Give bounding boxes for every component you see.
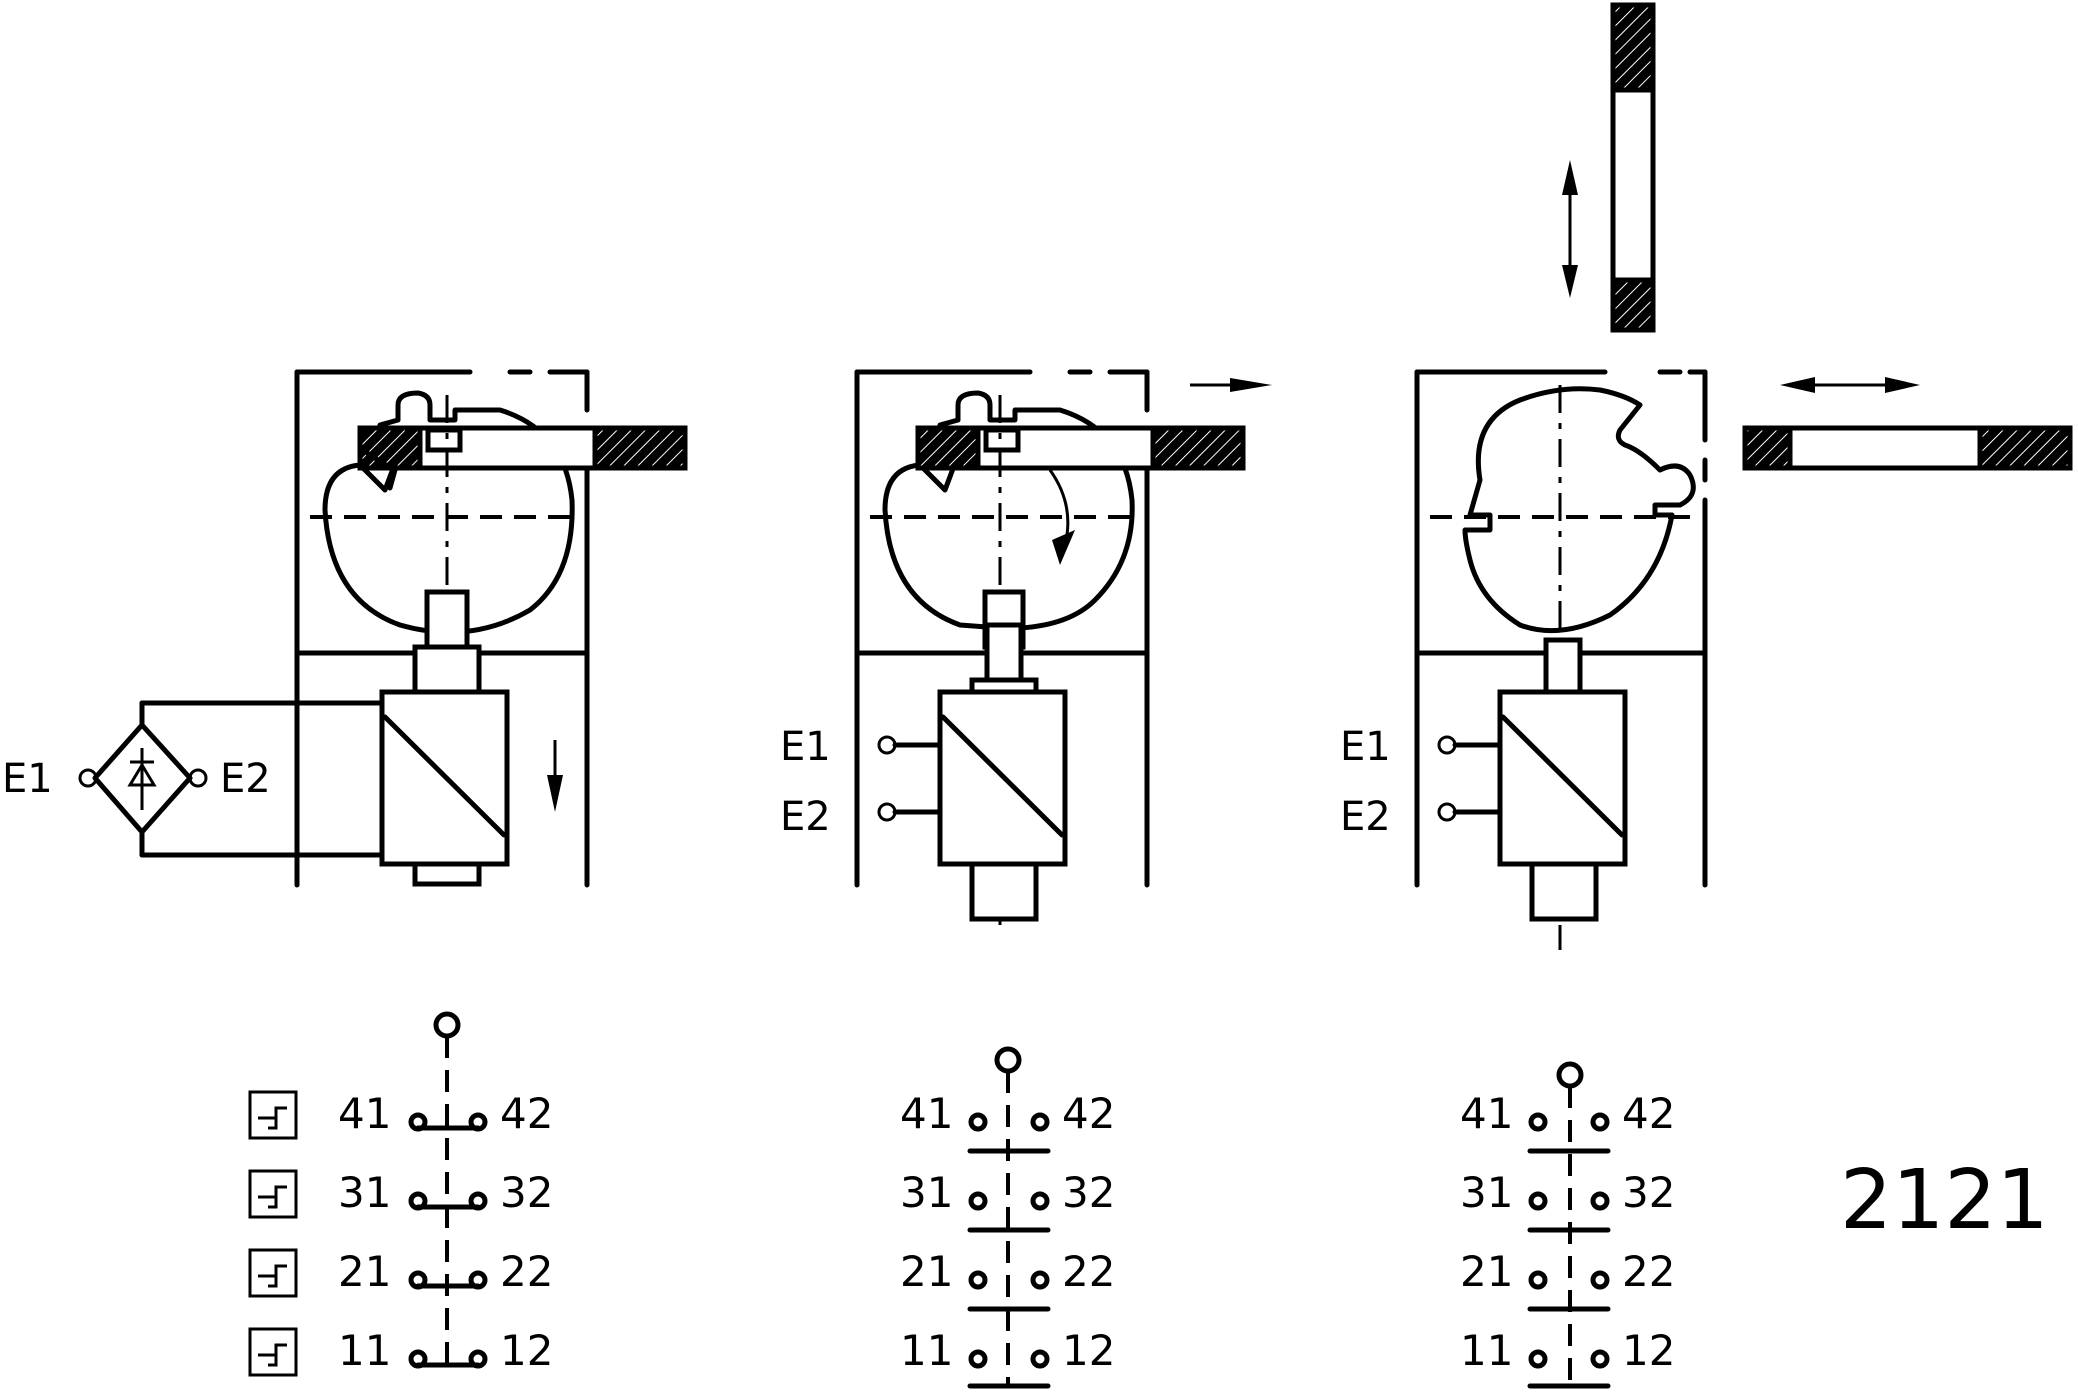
terminal-e1-label: E1 [2,756,53,802]
cam-disc [1462,386,1696,634]
plunger [1543,637,1583,695]
positively-driven-contact-icon [248,1248,298,1298]
contact-row-41-42: 41 42 [248,1089,553,1140]
svg-text:42: 42 [1622,1089,1675,1138]
contact-row-11-12: 11 12 [248,1326,553,1377]
contact-row-11-12: 11 12 [900,1326,1115,1389]
svg-text:41: 41 [1460,1089,1513,1138]
contact-row-11-12: 11 12 [1460,1326,1675,1389]
panel-unlocked: E1 E2 41 42 31 32 21 [780,369,1272,1389]
plunger [424,589,470,650]
svg-text:31: 31 [338,1168,391,1217]
svg-text:11: 11 [900,1326,953,1375]
rotation-arrow-icon [1048,469,1075,565]
contact-row-21-22: 21 22 [900,1247,1115,1312]
down-arrow-icon [547,740,563,812]
svg-text:31: 31 [900,1168,953,1217]
svg-text:21: 21 [338,1247,391,1296]
svg-text:32: 32 [1062,1168,1115,1217]
contact-row-41-42: 41 42 [900,1089,1115,1154]
panel-locked: E1 E2 41 42 31 32 [2,369,688,1377]
contact-row-21-22: 21 22 [1460,1247,1675,1312]
actuator-hatch-left [357,425,423,471]
housing-outline [854,369,1150,888]
svg-text:11: 11 [1460,1326,1513,1375]
actuator-hatch-right [592,425,688,471]
up-down-arrow-icon [1562,160,1578,298]
positively-driven-contact-icon [248,1327,298,1377]
positively-driven-contact-icon [248,1169,298,1219]
positively-driven-contact-icon [248,1090,298,1140]
svg-text:41: 41 [338,1089,391,1138]
terminal-e1-label: E1 [1340,724,1391,770]
svg-text:12: 12 [500,1326,553,1375]
svg-text:12: 12 [1622,1326,1675,1375]
actuator-hatch-right [1150,425,1246,471]
contact-row-31-32: 31 32 [248,1168,553,1219]
contact-row-41-42: 41 42 [1460,1089,1675,1154]
svg-text:32: 32 [500,1168,553,1217]
panel-actuator-removed: E1 E2 41 [1340,2,2073,1389]
svg-text:21: 21 [900,1247,953,1296]
actuator-hatch-left [915,425,981,471]
left-right-arrow-icon [1780,377,1920,393]
right-arrow-icon [1190,378,1272,392]
rectifier-bridge-icon [78,700,208,858]
contact-block-actuator-removed: 41 42 31 32 21 22 11 [1460,1061,1675,1389]
svg-text:31: 31 [1460,1168,1513,1217]
terminal-e2-label: E2 [1340,794,1391,840]
contact-block-unlocked: 41 42 31 32 21 22 11 [900,1046,1115,1389]
cam-disc [882,390,1135,631]
cam-disc [322,390,575,635]
terminal-e1-label: E1 [780,724,831,770]
contact-row-31-32: 31 32 [1460,1168,1675,1233]
svg-text:41: 41 [900,1089,953,1138]
svg-text:22: 22 [1062,1247,1115,1296]
terminal-e2-label: E2 [220,756,271,802]
svg-text:12: 12 [1062,1326,1115,1375]
svg-text:32: 32 [1622,1168,1675,1217]
svg-text:11: 11 [338,1326,391,1375]
svg-text:42: 42 [500,1089,553,1138]
svg-text:21: 21 [1460,1247,1513,1296]
contact-block-locked: 41 42 31 32 21 [248,1011,553,1377]
contact-row-21-22: 21 22 [248,1247,553,1298]
actuator-horizontal [1742,425,2073,471]
figure-id: 2121 [1840,1153,2049,1248]
contact-row-31-32: 31 32 [900,1168,1115,1233]
actuator-vertical [1610,2,1656,333]
svg-text:22: 22 [500,1247,553,1296]
terminal-e2-label: E2 [780,794,831,840]
svg-text:22: 22 [1622,1247,1675,1296]
svg-text:42: 42 [1062,1089,1115,1138]
